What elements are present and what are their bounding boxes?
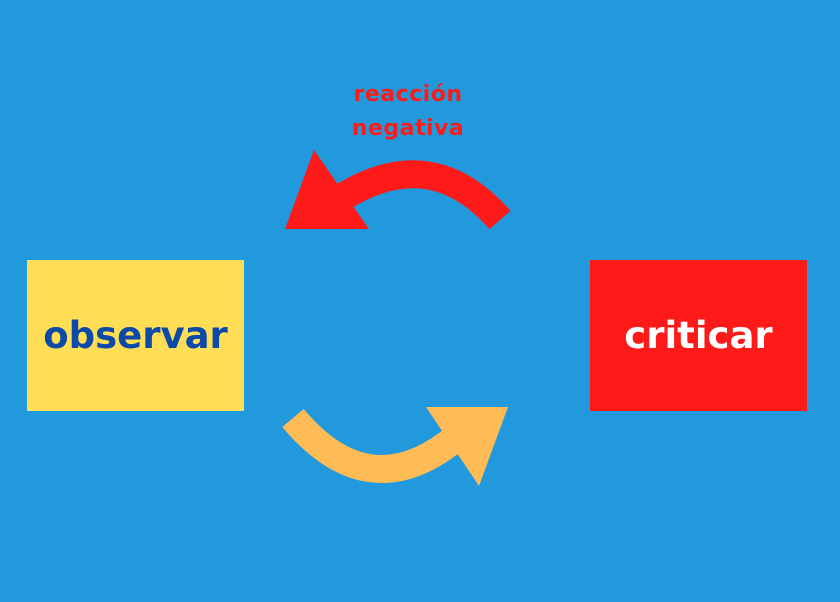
feedback-label-line1: reacción xyxy=(353,82,463,107)
feedback-label-line2: negativa xyxy=(351,116,465,141)
criticize-node-label: criticar xyxy=(624,314,773,357)
feedback-label: reacción negativa xyxy=(318,78,498,146)
criticize-node: criticar xyxy=(590,260,807,411)
observe-node: observar xyxy=(27,260,244,411)
curved-arrow-left-icon xyxy=(285,150,511,230)
curved-arrow-right-icon xyxy=(282,407,508,486)
observe-node-label: observar xyxy=(43,314,228,357)
